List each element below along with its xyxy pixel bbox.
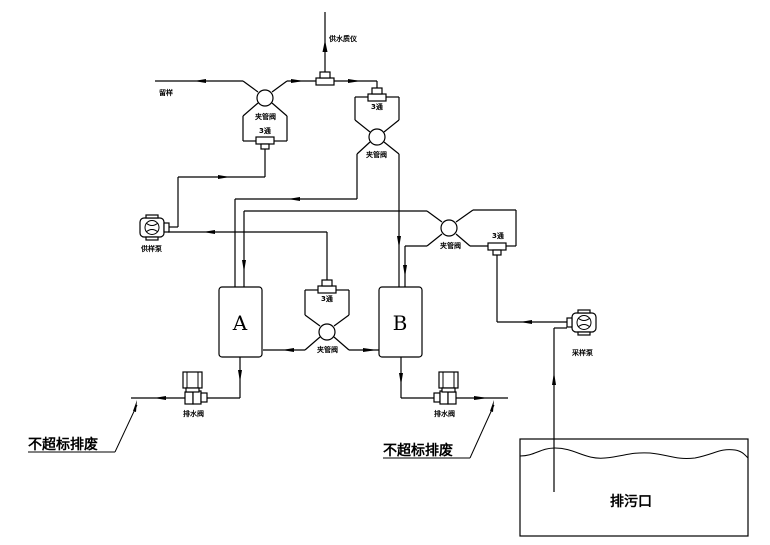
supply-pump-icon xyxy=(139,214,170,241)
pinch-valve-label-3: 夹管阀 xyxy=(317,345,338,354)
drain-pipe-b xyxy=(399,357,508,400)
pipe-sampling-pump-to-3way xyxy=(496,255,567,324)
drain-valve-b-icon xyxy=(433,371,459,405)
leader-discharge-b xyxy=(383,400,495,459)
sampling-pump-label: 采样泵 xyxy=(571,348,593,357)
pipe-to-tank-a-right xyxy=(242,210,443,287)
sewage-outlet-basin xyxy=(519,438,749,537)
three-way-right-top xyxy=(367,87,387,102)
three-way-label-2: 3通 xyxy=(371,102,384,111)
three-way-right-middle xyxy=(487,242,507,256)
pinch-valve-right-middle xyxy=(403,209,517,287)
pinch-valve-label-1: 夹管阀 xyxy=(255,112,276,121)
sewage-outlet-label: 排污口 xyxy=(610,493,652,510)
pinch-valve-right-top xyxy=(354,96,401,287)
retain-sample-label: 留样 xyxy=(159,88,173,97)
pipe-mid-3way-to-supply-pump xyxy=(168,230,328,284)
supply-quality-meter-line xyxy=(322,12,328,78)
discharge-label-b: 不超标排废 xyxy=(383,442,453,459)
supply-pump-label: 供样泵 xyxy=(140,244,162,253)
three-way-middle xyxy=(317,279,337,294)
pipe-to-tank-a-left xyxy=(234,197,357,287)
three-way-label-1: 3通 xyxy=(259,126,272,135)
pipe-3way-to-supply-pump xyxy=(168,149,266,228)
three-way-left-top xyxy=(255,136,275,150)
pinch-valve-label-2: 夹管阀 xyxy=(366,150,387,159)
supply-quality-meter-label: 供水质仪 xyxy=(328,34,358,43)
drain-pipe-a xyxy=(131,357,242,400)
top-pipes xyxy=(155,79,378,93)
tank-a-label: A xyxy=(232,311,248,335)
pinch-valve-middle xyxy=(263,289,379,352)
discharge-label-a: 不超标排废 xyxy=(28,436,98,453)
sampling-pump-icon xyxy=(566,309,597,336)
tee-top xyxy=(315,71,335,86)
pinch-valve-left-top xyxy=(242,89,288,142)
three-way-label-4: 3通 xyxy=(492,231,505,240)
drain-valve-a-label: 排水阀 xyxy=(183,409,204,418)
leader-discharge-a xyxy=(28,400,138,453)
drain-valve-a-icon xyxy=(182,371,208,405)
tank-b-label: B xyxy=(393,311,408,335)
pinch-valve-label-4: 夹管阀 xyxy=(440,241,461,250)
drain-valve-b-label: 排水阀 xyxy=(434,409,455,418)
three-way-label-3: 3通 xyxy=(321,294,334,303)
